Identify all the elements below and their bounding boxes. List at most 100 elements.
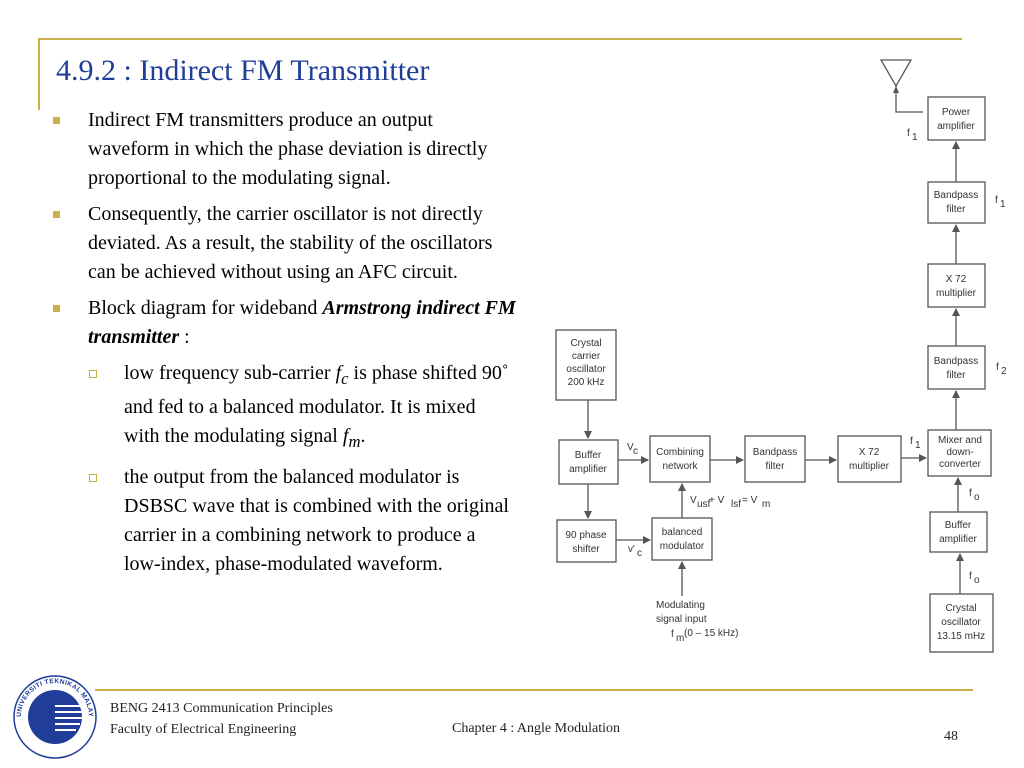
vc-prime-label: v' (628, 544, 635, 555)
bullet-text: Indirect FM transmitters produce an outp… (88, 109, 488, 189)
block-label: multiplier (936, 288, 977, 299)
armstrong-block-diagram: Power amplifier Bandpass filter X 72 mul… (555, 59, 1007, 653)
fo-sub: o (974, 492, 980, 503)
balanced-modulator-block (651, 517, 713, 561)
footer-course: BENG 2413 Communication Principles (110, 701, 333, 716)
vm-eq-label: = V (742, 495, 758, 506)
block-label: filter (947, 370, 967, 381)
bullet-emphasis: Armstrong indirect FM transmitter (88, 297, 516, 348)
slide-body: Indirect FM transmitters produce an outp… (48, 106, 516, 586)
square-bullet-icon (53, 211, 60, 218)
vlsf-sub: lsf (731, 499, 741, 510)
block-label: amplifier (569, 464, 607, 475)
bullet-text-prefix: Block diagram for wideband (88, 297, 323, 319)
block-label: filter (766, 461, 786, 472)
block-label: down- (946, 447, 973, 458)
bandpass-filter-f2-block (927, 345, 986, 390)
bandpass-filter-f1-block (927, 181, 986, 224)
f1-mixer-sub: 1 (915, 440, 921, 451)
hollow-square-bullet-icon (89, 370, 97, 378)
fo-label: f (969, 488, 972, 499)
x72-multiplier-top-block (927, 263, 986, 308)
crystal-oscillator-right-block (929, 593, 994, 653)
block-label: multiplier (849, 461, 890, 472)
vusf-sub: usf (697, 499, 711, 510)
f1-sub-right: 1 (1000, 199, 1006, 210)
block-label: modulator (660, 541, 705, 552)
mixer-block (927, 429, 992, 477)
bullet-item: Consequently, the carrier oscillator is … (48, 200, 516, 287)
vm-sub: m (762, 499, 770, 510)
sub-var-f2: f (342, 425, 349, 447)
vusf-label: V (690, 495, 697, 506)
block-label: amplifier (937, 121, 975, 132)
vc-prime-sub: c (637, 548, 642, 559)
fm-label: f (671, 629, 674, 640)
block-label: filter (947, 204, 967, 215)
sub-text: the output from the balanced modulator i… (124, 466, 509, 575)
block-label: network (662, 461, 698, 472)
block-label: Bandpass (934, 190, 978, 201)
bullet-item: Block diagram for wideband Armstrong ind… (48, 294, 516, 352)
f2-label: f (996, 362, 999, 373)
block-label: 200 kHz (568, 377, 605, 388)
square-bullet-icon (53, 117, 60, 124)
fm-sub: m (676, 633, 684, 644)
block-label: X 72 (946, 274, 967, 285)
block-label: X 72 (859, 447, 880, 458)
bullet-text-suffix: : (179, 326, 190, 348)
f2-sub: 2 (1001, 366, 1007, 377)
footer-chapter: Chapter 4 : Angle Modulation (452, 721, 620, 736)
phase-shifter-block (556, 519, 617, 563)
block-label: Buffer (945, 520, 972, 531)
block-label: Buffer (575, 450, 602, 461)
block-label: shifter (572, 544, 600, 555)
sub-var-m: m (348, 432, 361, 451)
vc-label: V (627, 442, 634, 453)
vlsf-label: + V (709, 495, 725, 506)
block-label: 90 phase (565, 530, 607, 541)
block-label: amplifier (939, 534, 977, 545)
f1-mixer-label: f (910, 436, 913, 447)
square-bullet-icon (53, 305, 60, 312)
frame-top-line (38, 38, 962, 40)
fo-label-2: f (969, 571, 972, 582)
bandpass-filter-mid-block (744, 435, 806, 483)
block-label: 13.15 mHz (937, 631, 985, 642)
block-label: carrier (572, 351, 601, 362)
sub-var-f: f (335, 362, 342, 384)
modulating-label: Modulating (656, 600, 705, 611)
buffer-amplifier-right-block (929, 511, 988, 553)
vc-sub: c (633, 446, 638, 457)
hollow-square-bullet-icon (89, 474, 97, 482)
sub-bullet-item: the output from the balanced modulator i… (48, 463, 516, 579)
modulating-label: signal input (656, 614, 707, 625)
block-label: Combining (656, 447, 704, 458)
buffer-amplifier-left-block (558, 439, 619, 485)
block-label: oscillator (566, 364, 606, 375)
crystal-carrier-oscillator-block (555, 329, 617, 401)
bullet-text: Consequently, the carrier oscillator is … (88, 203, 493, 283)
block-label: Crystal (570, 338, 601, 349)
x72-multiplier-mid-block (837, 435, 902, 483)
antenna-icon (879, 59, 923, 113)
block-label: Mixer and (938, 435, 982, 446)
power-amplifier-block (927, 96, 986, 141)
footer-divider-line (95, 689, 973, 691)
modulating-range: (0 – 15 kHz) (684, 628, 738, 639)
f1-label: f (907, 128, 910, 139)
sub-text-part2: is phase shifted 90˚ and fed to a balanc… (124, 362, 509, 447)
page-number: 48 (944, 729, 958, 744)
block-label: Power (942, 107, 971, 118)
footer-faculty: Faculty of Electrical Engineering (110, 722, 297, 737)
sub-var-c: c (341, 369, 349, 388)
sub-text-part1: low frequency sub-carrier (124, 362, 336, 384)
block-label: balanced (662, 527, 703, 538)
university-logo: UNIVERSITI TEKNIKAL MALAYSIA MELAKA (10, 672, 97, 759)
sub-text-part3: . (360, 425, 366, 447)
slide-title: 4.9.2 : Indirect FM Transmitter (56, 54, 430, 87)
f1-label-right: f (995, 195, 998, 206)
bullet-item: Indirect FM transmitters produce an outp… (48, 106, 516, 193)
signal-arrows (584, 141, 964, 596)
combining-network-block (649, 435, 711, 483)
